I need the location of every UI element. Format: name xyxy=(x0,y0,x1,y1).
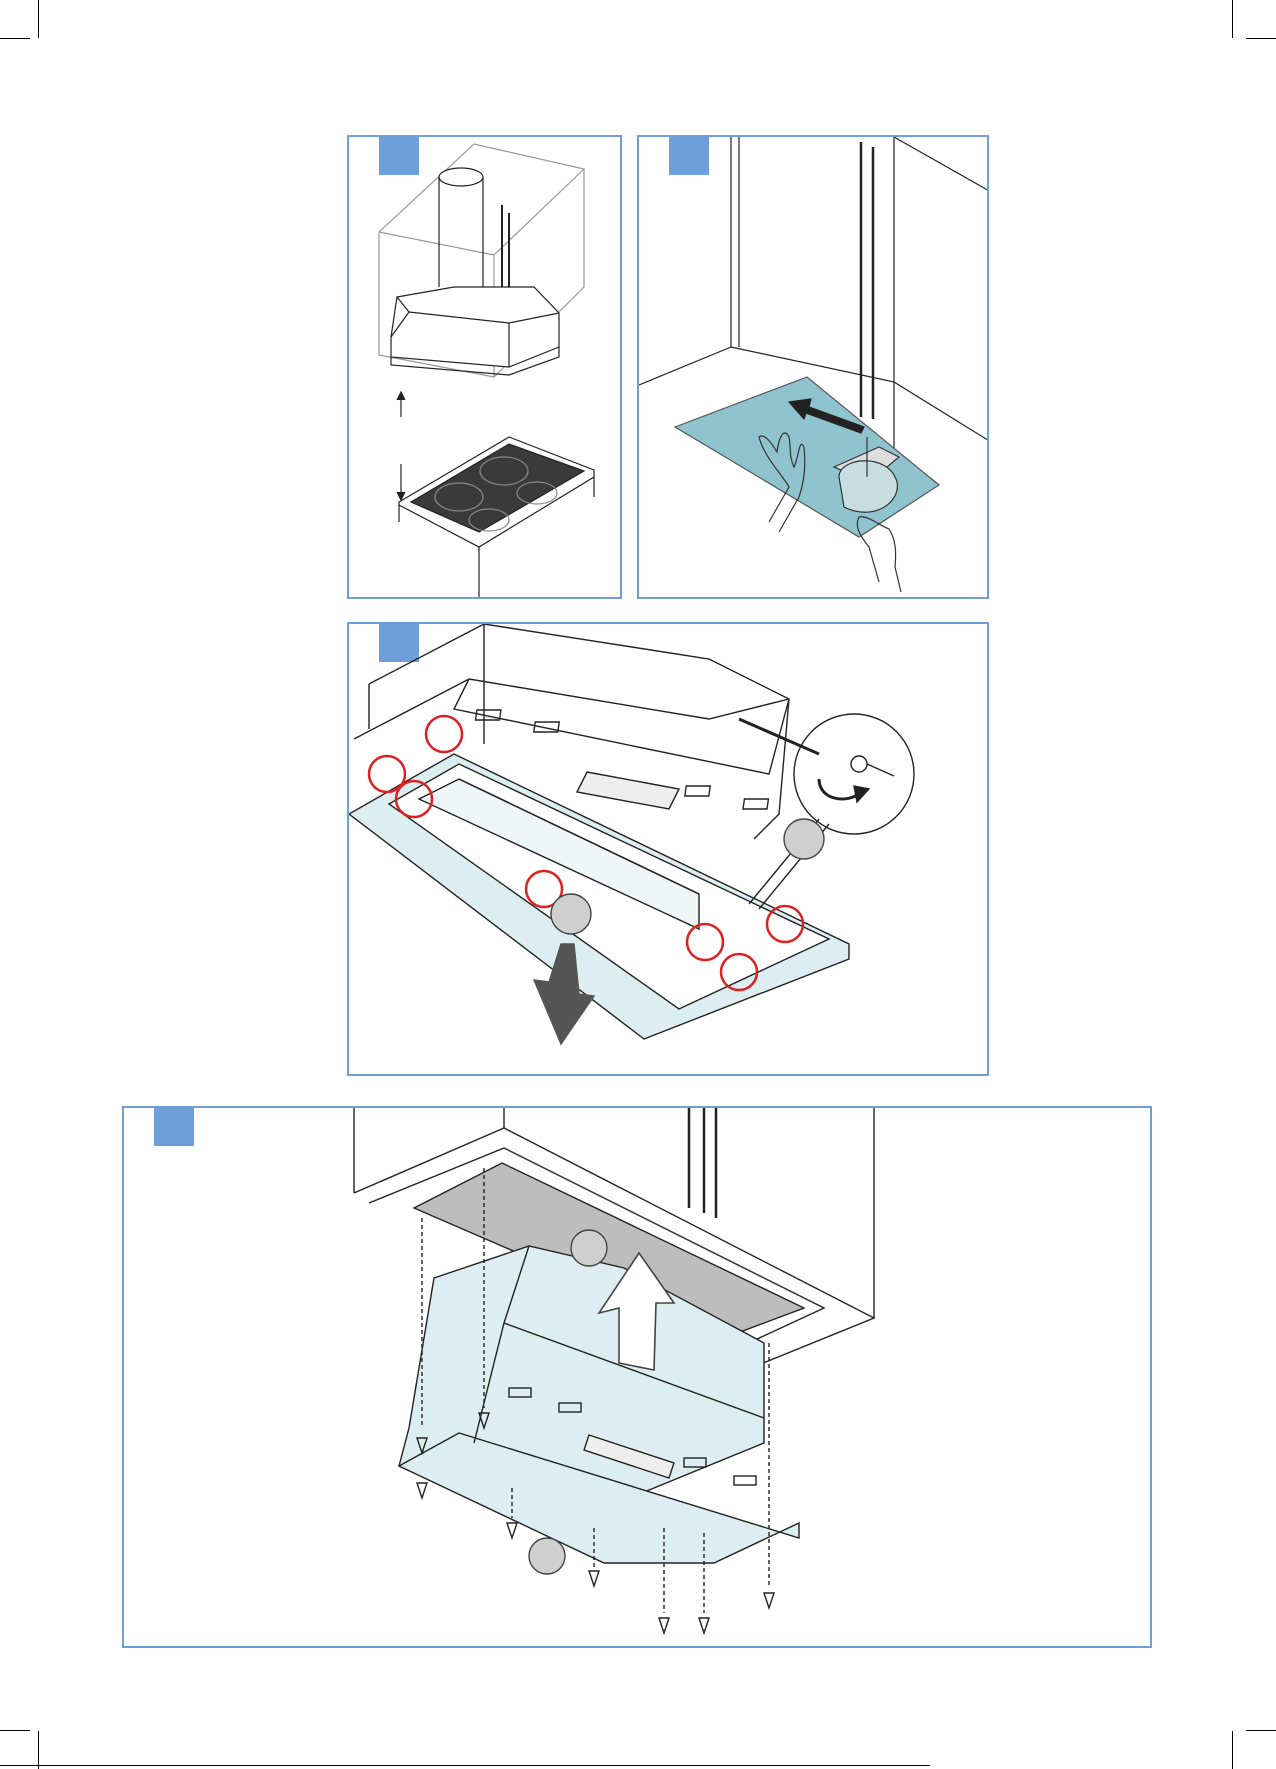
distance-arrow-icon xyxy=(397,392,405,500)
hood-icon xyxy=(349,624,849,1039)
step-1-illustration xyxy=(349,137,622,599)
crop-mark xyxy=(1232,1731,1233,1769)
crop-mark xyxy=(1246,1730,1276,1731)
crop-mark xyxy=(0,1730,30,1731)
callout-badge-icon xyxy=(571,1230,607,1266)
step-2-panel xyxy=(637,135,989,599)
step-3-illustration xyxy=(349,624,989,1076)
bottom-rule xyxy=(0,1765,930,1766)
callout-badge-icon xyxy=(529,1538,565,1574)
step-3-panel xyxy=(347,622,989,1076)
step-1-panel xyxy=(347,135,622,599)
crop-mark xyxy=(0,38,30,39)
crop-mark xyxy=(1232,0,1233,38)
screw-callout xyxy=(739,714,914,909)
cooktop-icon xyxy=(399,437,594,597)
crop-mark xyxy=(38,0,39,38)
callout-badge-icon xyxy=(784,819,824,859)
crop-mark xyxy=(38,1731,39,1769)
chimney-duct-icon xyxy=(439,168,483,287)
step-4-panel xyxy=(122,1106,1152,1648)
step-2-illustration xyxy=(639,137,989,599)
callout-badge-icon xyxy=(551,894,591,934)
crop-mark xyxy=(1246,38,1276,39)
step-4-illustration xyxy=(124,1108,1152,1648)
